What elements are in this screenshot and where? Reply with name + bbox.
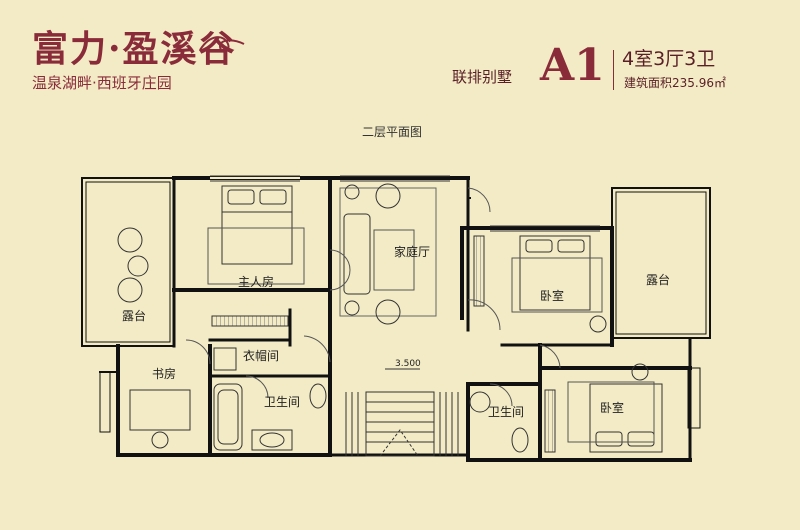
windows — [210, 175, 600, 232]
brand-subtitle: 温泉湖畔·西班牙庄园 — [32, 74, 172, 92]
wardrobe-bedroom-1 — [473, 235, 485, 307]
wardrobe-closet — [211, 315, 289, 327]
label-bathroom-left: 卫生间 — [264, 395, 300, 409]
header-divider — [613, 50, 614, 90]
bedroom-2-bed — [589, 383, 663, 453]
label-study: 书房 — [152, 366, 176, 381]
furniture — [117, 183, 663, 453]
unit-code: A1 — [540, 40, 605, 91]
toilet-left — [309, 383, 327, 409]
family-armchair-1 — [375, 183, 401, 209]
door-swings — [185, 187, 561, 407]
label-bedroom-2: 卧室 — [600, 400, 624, 415]
brand-swirl-icon — [199, 36, 245, 52]
label-terrace-left: 露台 — [122, 308, 146, 323]
label-bedroom-1: 卧室 — [540, 288, 564, 303]
label-bathroom-right: 卫生间 — [488, 405, 524, 419]
label-terrace-right: 露台 — [646, 272, 670, 287]
master-bed — [221, 185, 293, 265]
bathtub — [213, 383, 243, 451]
label-master-bedroom: 主人房 — [238, 274, 274, 289]
sink-right — [469, 391, 491, 413]
outer-walls — [81, 176, 711, 462]
bedroom-1-bed — [519, 235, 591, 311]
elevation-marker: 3.500 — [395, 359, 421, 369]
family-armchair-2 — [375, 299, 401, 325]
plan-title: 二层平面图 — [362, 125, 423, 139]
wardrobe-bedroom-2 — [544, 389, 556, 453]
unit-area: 建筑面积235.96㎡ — [624, 76, 726, 90]
unit-type: 联排别墅 — [452, 68, 513, 86]
terrace-chair-1 — [117, 227, 143, 253]
staircase — [345, 391, 459, 457]
terrace-table — [127, 255, 149, 277]
terrace-chair-2 — [117, 277, 143, 303]
toilet-right — [511, 427, 529, 453]
label-family-hall: 家庭厅 — [394, 244, 430, 259]
terrace-right-outline — [611, 187, 711, 339]
study-desk — [129, 389, 191, 431]
label-closet: 衣帽间 — [243, 348, 279, 363]
unit-rooms: 4室3厅3卫 — [622, 48, 716, 70]
family-sofa — [343, 213, 371, 295]
